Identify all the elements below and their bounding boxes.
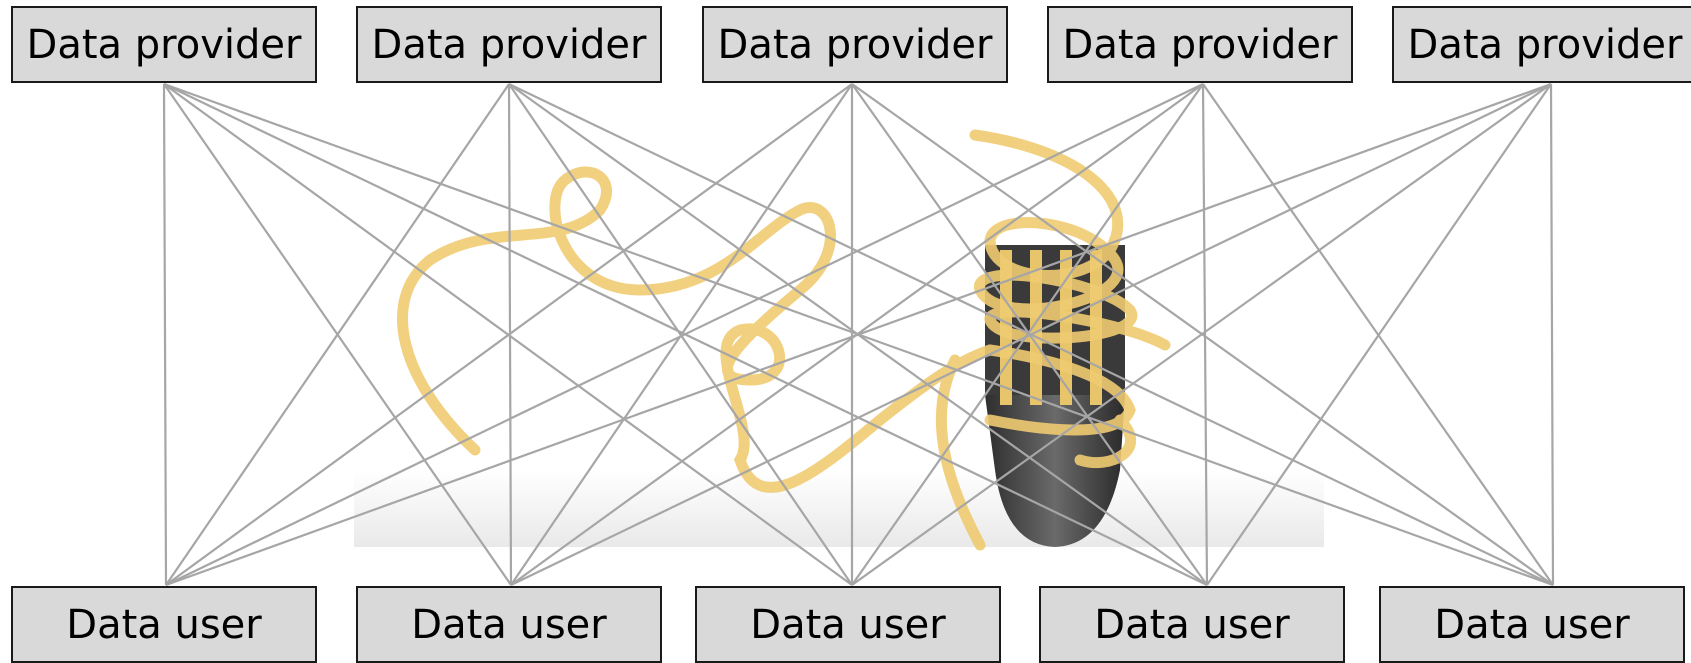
connector-line — [1206, 83, 1552, 586]
connector-line — [165, 82, 1552, 587]
data-user-box-label: Data user — [1434, 601, 1630, 648]
connector-lines — [162, 82, 1555, 587]
data-user-box-label: Data user — [66, 601, 262, 648]
data-user-box-label: Data user — [411, 601, 607, 648]
data-user-box-label: Data user — [750, 601, 946, 648]
connector-line — [162, 83, 168, 586]
connector-line — [851, 83, 1204, 586]
data-user-box: Data user — [695, 586, 1001, 663]
connector-line — [510, 83, 853, 586]
data-provider-box: Data provider — [702, 6, 1008, 83]
data-user-box: Data user — [356, 586, 662, 663]
connector-line — [165, 83, 853, 586]
pasta-strands — [396, 129, 1171, 551]
data-user-box: Data user — [1039, 586, 1345, 663]
connector-line — [1549, 83, 1555, 586]
data-provider-box-label: Data provider — [717, 21, 993, 68]
connector-line — [510, 83, 1552, 586]
data-user-box: Data user — [11, 586, 317, 663]
data-user-box-label: Data user — [1094, 601, 1290, 648]
connector-line — [851, 83, 1552, 586]
connector-line — [1201, 83, 1209, 586]
data-provider-box: Data provider — [11, 6, 317, 83]
data-provider-box-label: Data provider — [26, 21, 302, 68]
data-provider-box-label: Data provider — [1407, 21, 1683, 68]
data-user-box: Data user — [1379, 586, 1685, 663]
data-provider-box: Data provider — [1047, 6, 1353, 83]
data-provider-box: Data provider — [1392, 6, 1691, 83]
data-provider-box: Data provider — [356, 6, 662, 83]
data-provider-box-label: Data provider — [1062, 21, 1338, 68]
connector-line — [165, 83, 510, 586]
data-provider-box-label: Data provider — [371, 21, 647, 68]
connector-line — [165, 83, 1204, 586]
